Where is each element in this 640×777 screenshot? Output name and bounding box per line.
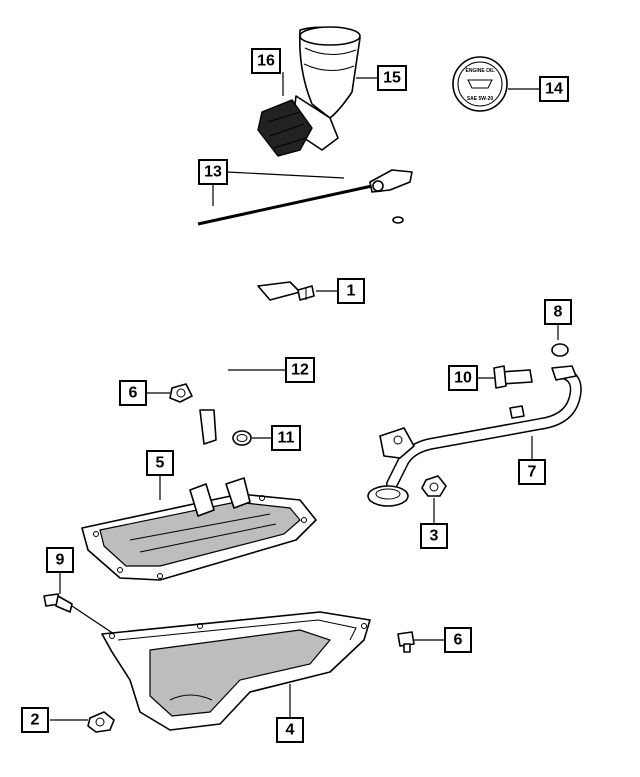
windage-tray (81, 477, 317, 581)
oil-cap-line2: SAE 5W-20 (467, 96, 494, 102)
callout-5: 5 (146, 450, 174, 476)
callout-15-label: 15 (383, 70, 401, 87)
callout-10-label: 10 (454, 370, 472, 387)
callout-11: 11 (271, 425, 301, 451)
oil-pan (101, 611, 371, 731)
callout-6a: 6 (119, 380, 147, 406)
callout-13: 13 (198, 159, 228, 185)
callout-15: 15 (377, 65, 407, 91)
callout-6b-label: 6 (454, 632, 463, 649)
callout-12: 12 (285, 357, 315, 383)
bolt-1 (297, 285, 315, 301)
callout-4-label: 4 (286, 722, 295, 739)
dipstick-tube (197, 216, 404, 445)
callout-8: 8 (544, 299, 572, 325)
drain-plug (87, 711, 115, 733)
callout-7: 7 (518, 459, 546, 485)
callout-12-label: 12 (291, 362, 309, 379)
oil-filler-tube (257, 26, 361, 157)
callout-13-label: 13 (204, 164, 222, 181)
nut-3 (421, 475, 447, 497)
callout-5-label: 5 (156, 455, 165, 472)
bolt-10 (493, 365, 533, 389)
o-ring-11 (232, 430, 252, 446)
callout-11-label: 11 (278, 430, 295, 447)
callout-14: 14 (539, 76, 569, 102)
callout-4: 4 (276, 717, 304, 743)
callout-9: 9 (46, 547, 74, 573)
oil-cap-line1: ENGINE OIL (466, 68, 495, 74)
oil-cap: ENGINE OIL SAE 5W-20 (452, 56, 508, 112)
callout-1: 1 (337, 278, 365, 304)
callout-2-label: 2 (31, 712, 40, 729)
leader-lines (50, 72, 559, 721)
bolt-lower (397, 631, 415, 653)
callout-3: 3 (420, 523, 448, 549)
callout-14-label: 14 (545, 81, 563, 98)
callout-2: 2 (21, 707, 49, 733)
stud-9 (43, 593, 73, 613)
callout-16: 16 (251, 48, 281, 74)
dipstick (197, 169, 413, 226)
nut-upper (169, 383, 193, 403)
callout-16-label: 16 (257, 53, 275, 70)
callout-1-label: 1 (347, 283, 356, 300)
callout-10: 10 (448, 365, 478, 391)
callout-8-label: 8 (554, 304, 563, 321)
oil-pickup-tube (367, 365, 582, 507)
callout-6a-label: 6 (129, 385, 138, 402)
callout-3-label: 3 (430, 528, 439, 545)
callout-9-label: 9 (56, 552, 65, 569)
o-ring-8 (551, 343, 569, 357)
callout-7-label: 7 (528, 464, 537, 481)
callout-6b: 6 (444, 627, 472, 653)
